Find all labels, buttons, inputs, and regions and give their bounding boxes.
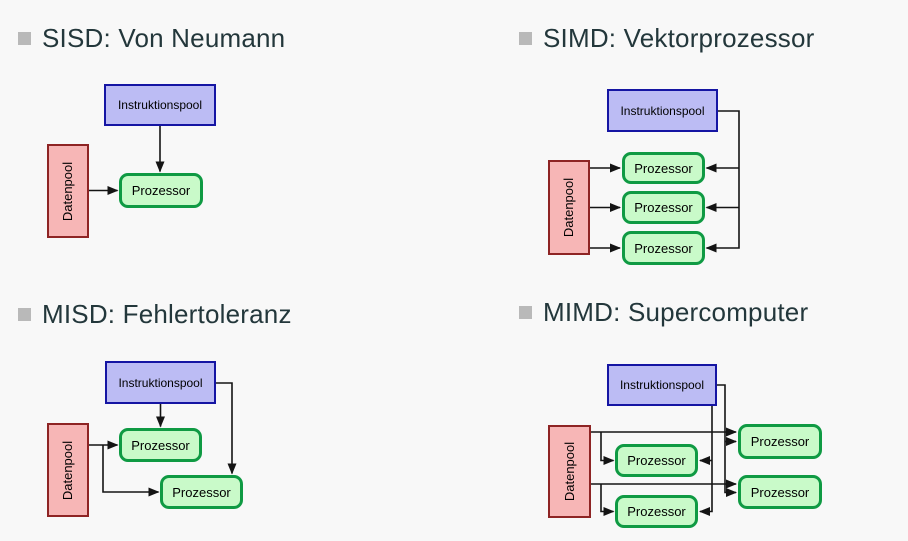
data-pool-box: Datenpool: [47, 144, 89, 238]
processor-box-left-1: Prozessor: [615, 444, 698, 477]
arrow-instruction-to-left-processor-2: [699, 406, 713, 516]
processor-box-2: Prozessor: [622, 191, 705, 224]
processor-label: Prozessor: [131, 183, 191, 198]
arrow-data-to-left-processor-2: [600, 484, 615, 516]
processor-box-right-2: Prozessor: [738, 475, 822, 509]
data-pool-label: Datenpool: [562, 441, 577, 502]
data-pool-label: Datenpool: [60, 161, 76, 221]
panel-sisd: SISD: Von Neumann Instruktionspool Daten…: [0, 0, 454, 270]
panel-heading-misd: MISD: Fehlertoleranz: [18, 298, 292, 330]
processor-label: Prozessor: [627, 453, 686, 468]
processor-box-left-2: Prozessor: [615, 495, 698, 528]
processor-label: Prozessor: [634, 160, 693, 176]
arrow-data-to-left-processor-1: [600, 432, 615, 465]
processor-box: Prozessor: [119, 173, 203, 208]
processor-label: Prozessor: [131, 437, 190, 453]
arrow-instruction-to-right-processor-2: [717, 384, 737, 497]
panel-heading-sisd: SISD: Von Neumann: [18, 22, 285, 54]
processor-box-2: Prozessor: [160, 475, 243, 509]
bullet-square-icon: [519, 31, 532, 45]
data-pool-box: Datenpool: [548, 160, 590, 255]
panel-heading-simd: SIMD: Vektorprozessor: [519, 22, 815, 54]
panel-mimd: MIMD: Supercomputer Instruktionspool Dat…: [454, 270, 908, 541]
data-pool-label: Datenpool: [561, 177, 577, 238]
data-pool-box: Datenpool: [548, 425, 591, 518]
panel-misd: MISD: Fehlertoleranz Instruktionspool Da…: [0, 270, 454, 541]
instruction-pool-label: Instruktionspool: [117, 98, 203, 112]
processor-box-right-1: Prozessor: [738, 424, 822, 459]
processor-label: Prozessor: [750, 484, 810, 500]
instruction-pool-label: Instruktionspool: [620, 103, 705, 118]
arrow-instruction-to-processor-2: [216, 382, 237, 475]
data-pool-label: Datenpool: [60, 440, 76, 500]
bullet-square-icon: [18, 307, 31, 321]
panel-title-simd: SIMD: Vektorprozessor: [543, 22, 815, 53]
processor-box-1: Prozessor: [119, 428, 202, 462]
instruction-pool-box: Instruktionspool: [104, 84, 216, 126]
processor-label: Prozessor: [627, 504, 686, 519]
instruction-pool-label: Instruktionspool: [118, 375, 203, 390]
panel-simd: SIMD: Vektorprozessor Instruktionspool D…: [454, 0, 908, 270]
processor-box-1: Prozessor: [622, 152, 705, 184]
processor-label: Prozessor: [172, 484, 231, 500]
panel-title-misd: MISD: Fehlertoleranz: [42, 298, 292, 329]
processor-label: Prozessor: [634, 200, 693, 215]
processor-label: Prozessor: [750, 434, 810, 449]
panel-heading-mimd: MIMD: Supercomputer: [519, 296, 808, 328]
instruction-pool-box: Instruktionspool: [105, 361, 216, 404]
bullet-square-icon: [519, 305, 532, 319]
instruction-pool-box: Instruktionspool: [607, 364, 717, 406]
instruction-pool-label: Instruktionspool: [619, 378, 705, 392]
data-pool-box: Datenpool: [47, 423, 89, 517]
bullet-square-icon: [18, 31, 31, 45]
processor-label: Prozessor: [634, 240, 693, 256]
panel-title-mimd: MIMD: Supercomputer: [543, 296, 809, 327]
instruction-pool-box: Instruktionspool: [607, 89, 718, 132]
processor-box-3: Prozessor: [622, 231, 705, 265]
panel-title-sisd: SISD: Von Neumann: [42, 22, 286, 53]
